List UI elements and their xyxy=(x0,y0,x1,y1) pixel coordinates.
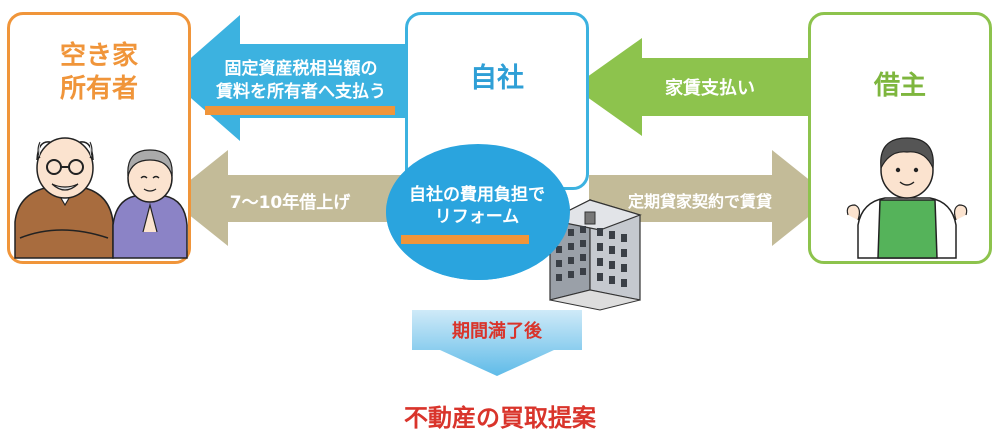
tenant-title: 借主 xyxy=(873,71,926,101)
elderly-woman-icon xyxy=(112,149,188,259)
elderly-man-icon xyxy=(14,137,114,259)
tenant-person-icon xyxy=(846,137,968,259)
owner-title: 空き家 所有者 xyxy=(7,40,191,105)
reform-ellipse-overlay xyxy=(386,144,570,280)
tax-payment-label-line1: 固定資産税相当額の xyxy=(224,59,378,79)
owner-title-line1: 空き家 xyxy=(59,41,138,71)
lease-arrow xyxy=(168,150,405,246)
reform-label: 自社の費用負担で リフォーム xyxy=(382,184,572,228)
contract-label: 定期貸家契約で賃貸 xyxy=(627,192,772,211)
period-label: 期間満了後 xyxy=(452,321,542,342)
lease-label: 7～10年借上げ xyxy=(229,193,351,213)
period-down-arrow xyxy=(412,310,582,376)
rent-payment-arrow xyxy=(573,38,808,136)
tax-payment-underline xyxy=(205,106,395,115)
contract-arrow xyxy=(589,150,832,246)
reform-underline xyxy=(401,235,529,244)
reform-label-line1: 自社の費用負担で xyxy=(409,185,545,205)
tax-payment-label-line2: 賃料を所有者へ支払う xyxy=(216,81,386,102)
company-title: 自社 xyxy=(470,63,524,94)
tax-payment-label: 固定資産税相当額の 賃料を所有者へ支払う xyxy=(196,58,406,104)
reform-label-line2: リフォーム xyxy=(434,207,520,228)
owner-title-line2: 所有者 xyxy=(59,73,138,104)
proposal-label: 不動産の買取提案 xyxy=(404,404,596,432)
rent-payment-label: 家賃支払い xyxy=(665,78,755,99)
